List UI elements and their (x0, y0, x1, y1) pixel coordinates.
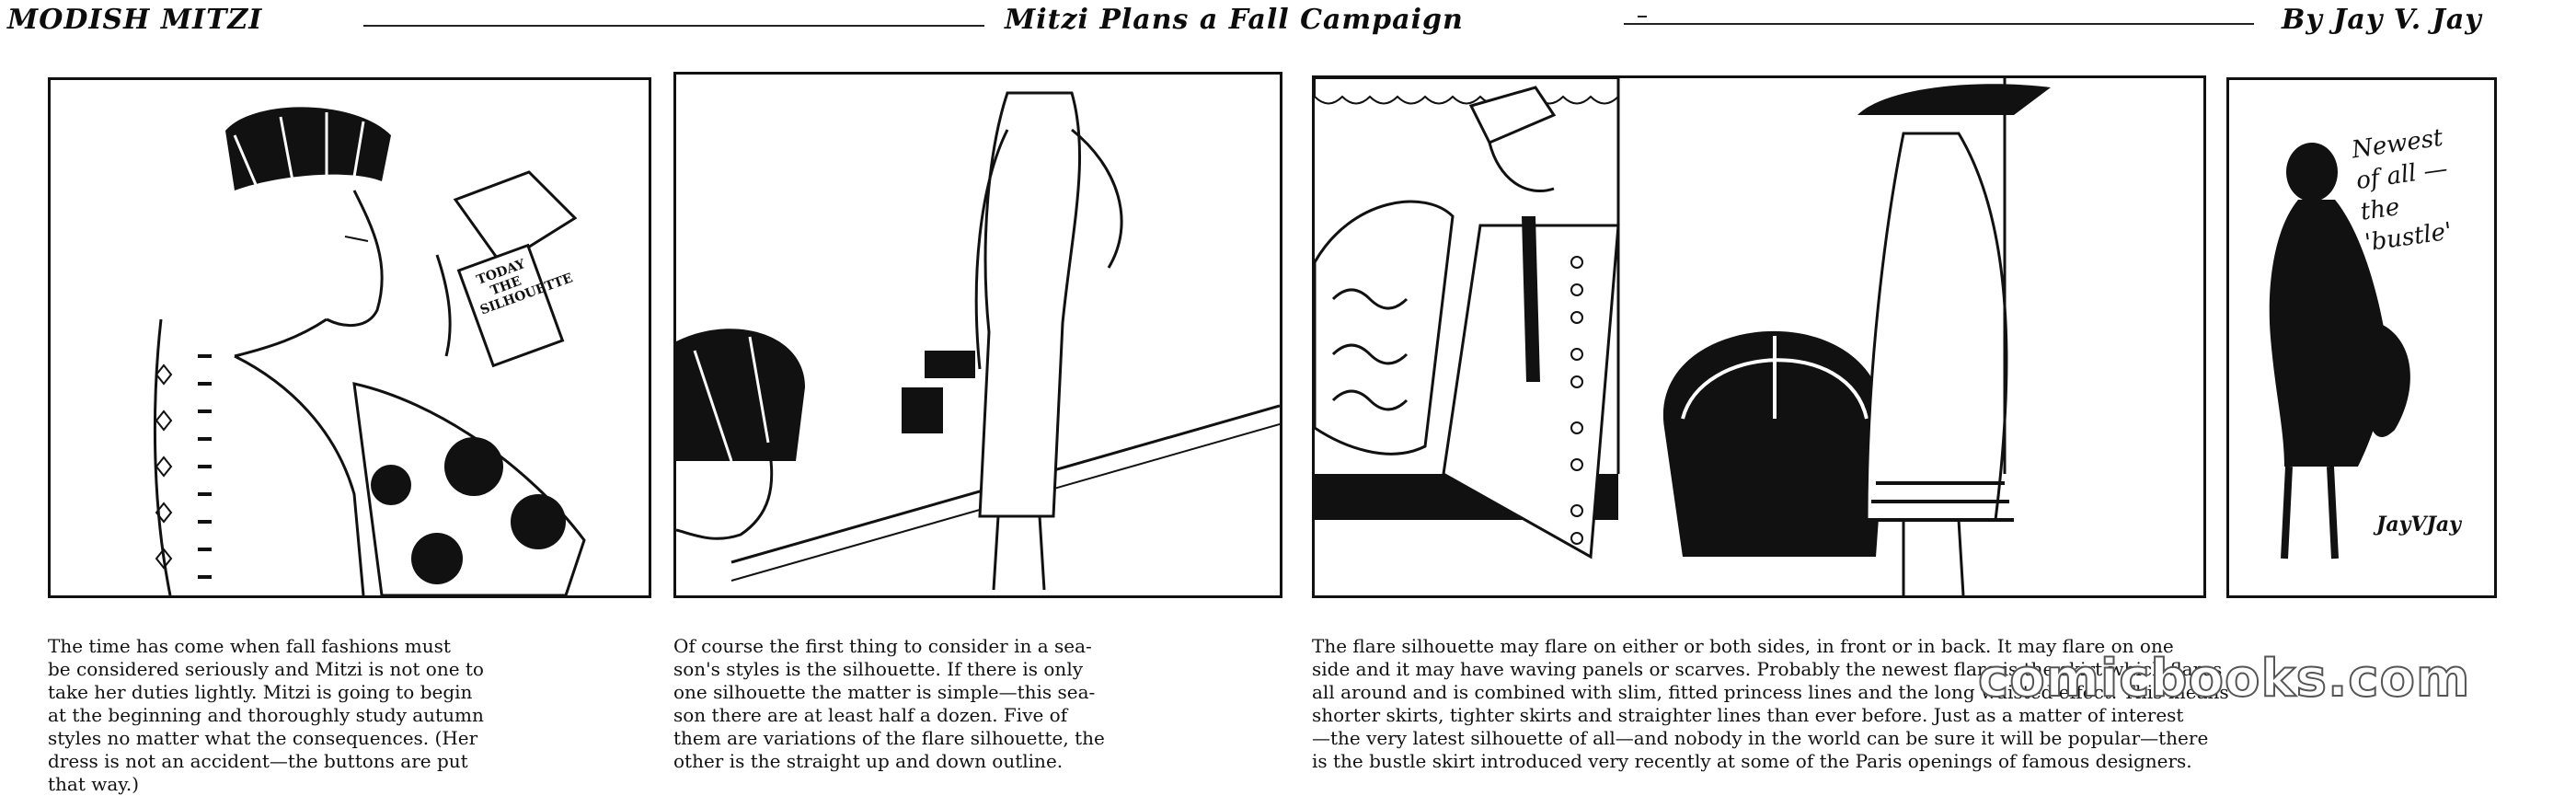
panel-2-art (676, 91, 1280, 591)
artist-signature: JayVJay (2376, 513, 2461, 536)
caption-panel-3-4: The flare silhouette may flare on either… (1312, 635, 2229, 772)
panel-4-art (2269, 143, 2410, 560)
panel-3-art (1315, 78, 2051, 595)
episode-title: Mitzi Plans a Fall Campaign (1005, 4, 1464, 36)
strip-title: MODISH MITZI (7, 4, 263, 36)
panel-4-handwritten-note: Newest of all — the 'bustle' (2350, 123, 2455, 258)
comic-strip: TODAY THE SILHOUETTE (0, 55, 2576, 607)
panel-2 (673, 72, 1282, 598)
panel-1-art (153, 107, 586, 595)
author-byline: By Jay V. Jay (2282, 4, 2482, 36)
header-rules (363, 16, 2254, 27)
strip-header: MODISH MITZI Mitzi Plans a Fall Campaign… (0, 0, 2576, 48)
caption-panel-2: Of course the first thing to consider in… (673, 635, 1105, 772)
watermark: comicbooks.com (1977, 648, 2471, 709)
panel-1: TODAY THE SILHOUETTE (48, 77, 651, 598)
caption-panel-1: The time has come when fall fashions mus… (48, 635, 484, 795)
panel-3 (1312, 75, 2206, 598)
panel-4: Newest of all — the 'bustle' JayVJay (2226, 77, 2497, 598)
